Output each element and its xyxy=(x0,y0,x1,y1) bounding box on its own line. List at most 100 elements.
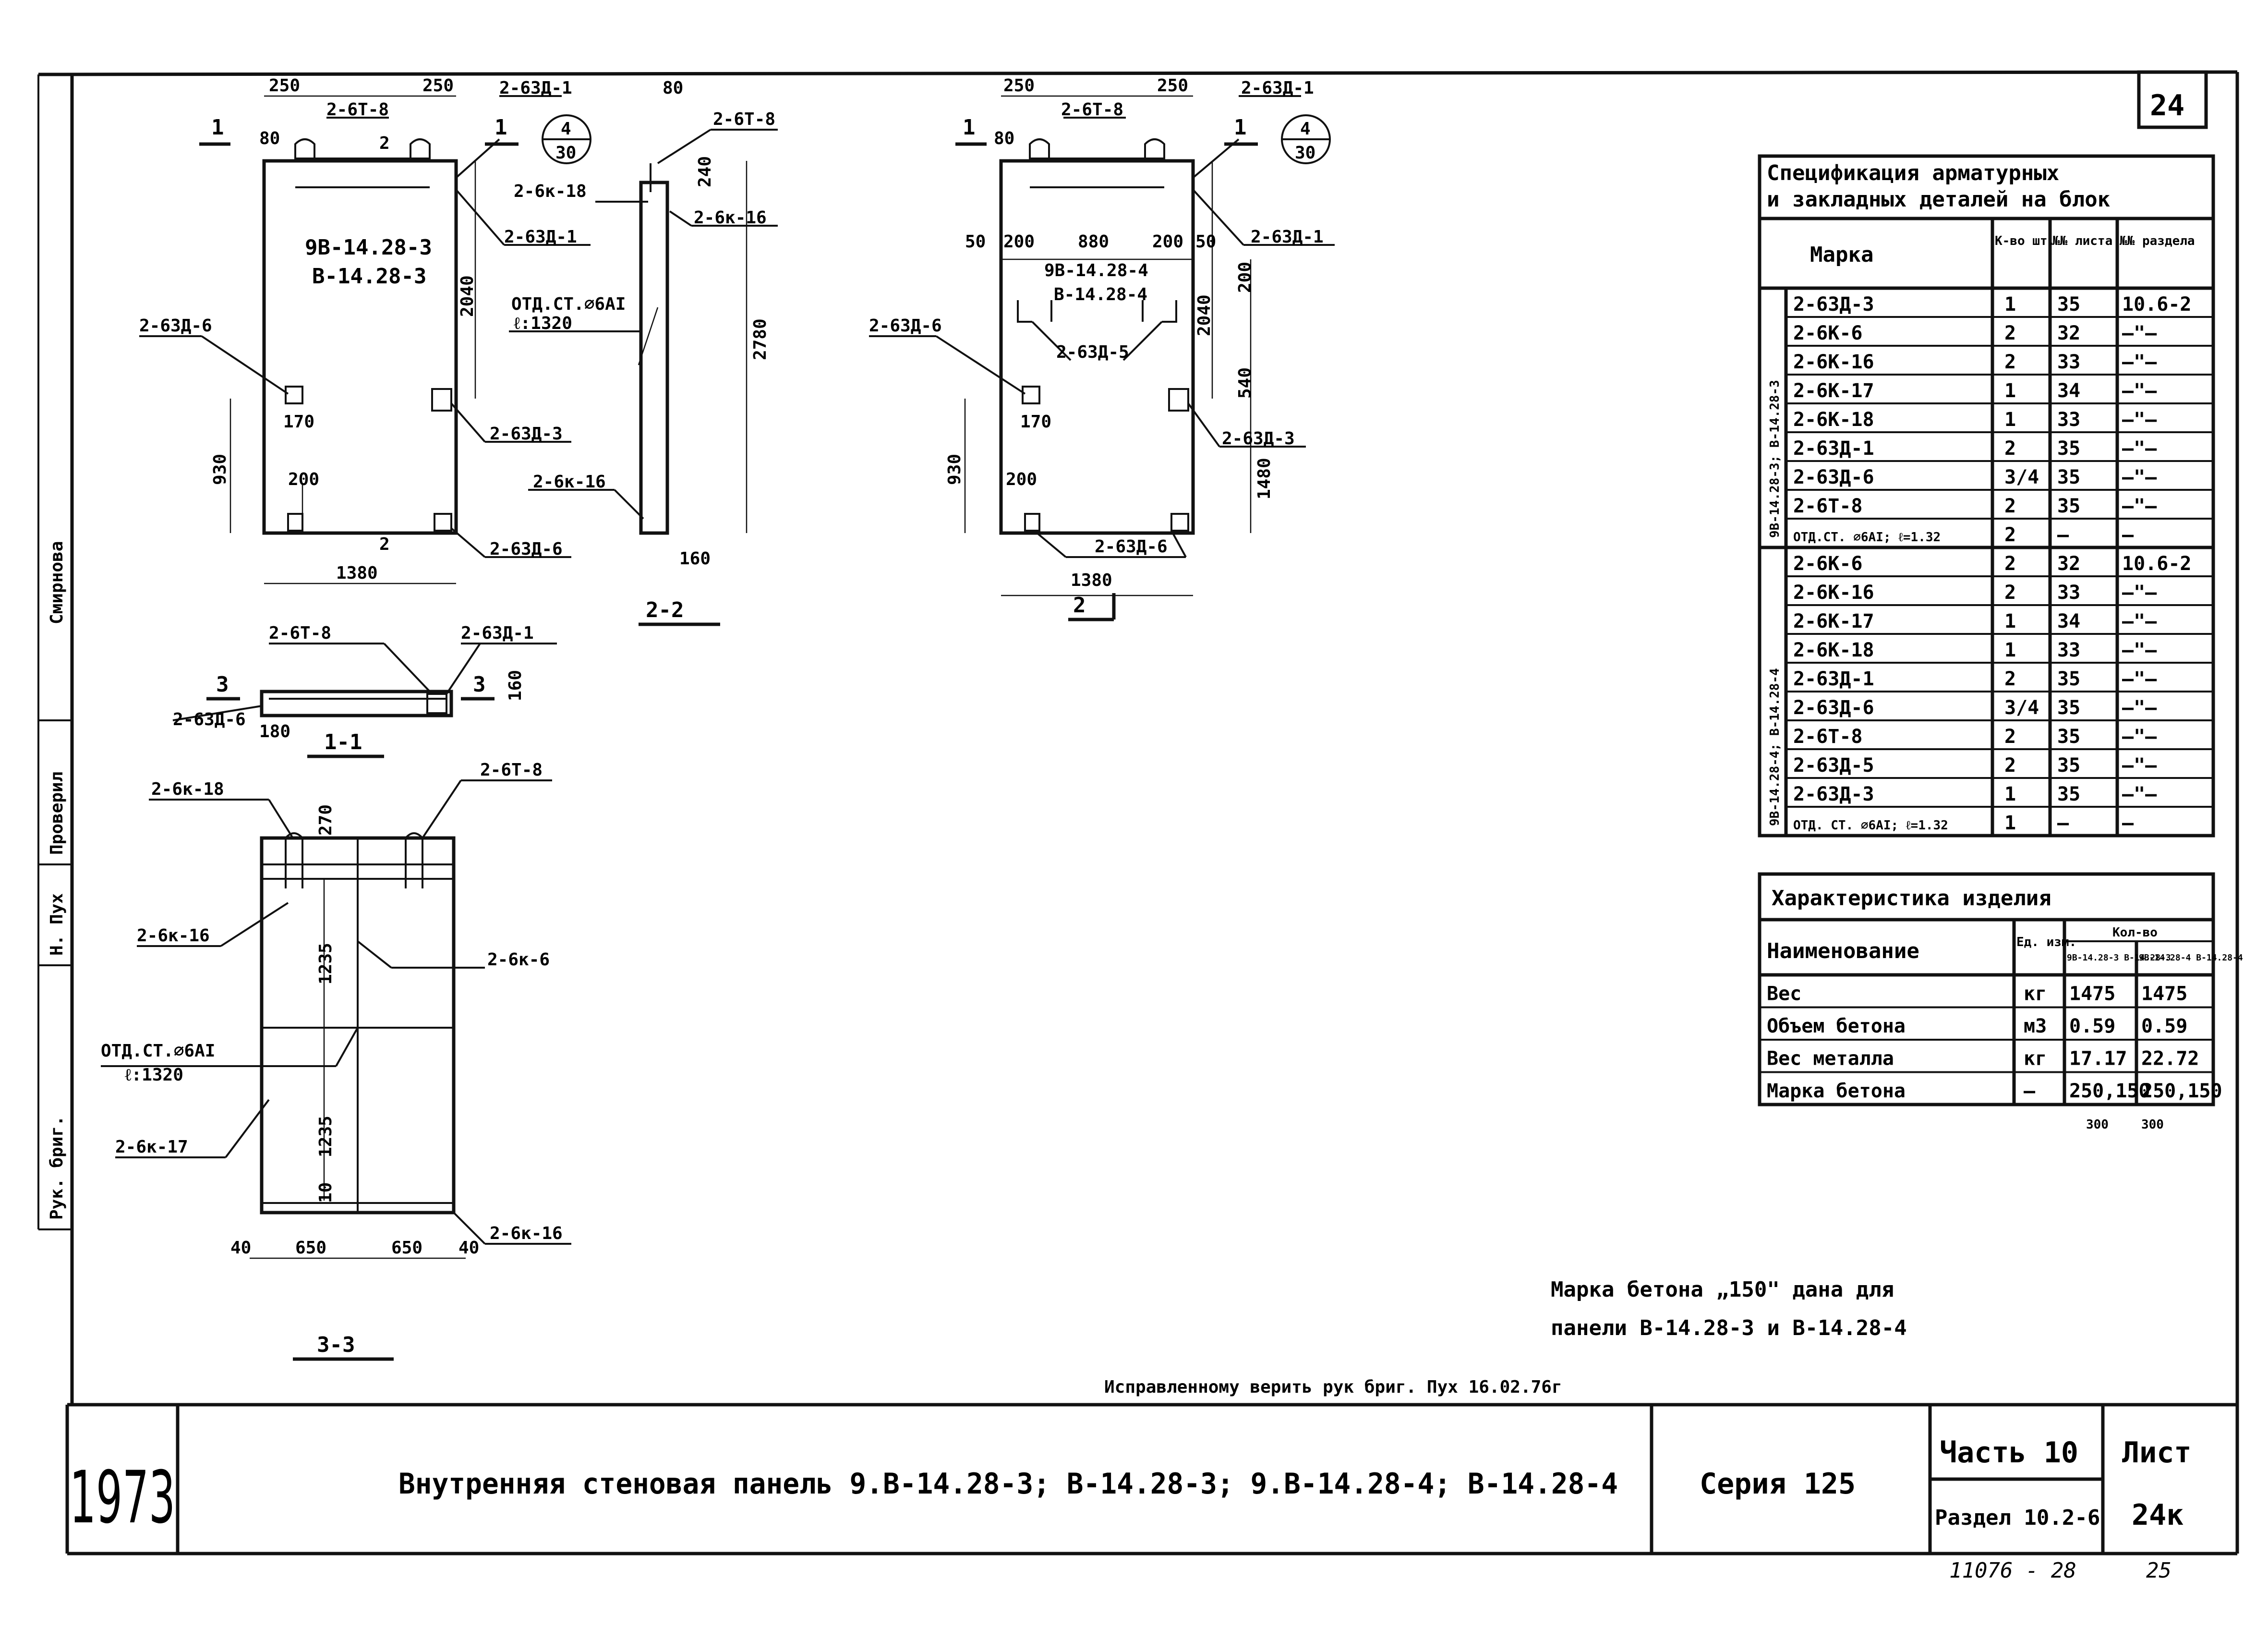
spec-cell: —"— xyxy=(2122,351,2157,373)
spec-cell: 2 xyxy=(2004,668,2016,690)
spec-cell: 33 xyxy=(2057,582,2080,604)
sheet-number: 24 xyxy=(2150,89,2184,122)
char-cell: 17.17 xyxy=(2069,1048,2127,1070)
note-correction: Исправленному верить рук бриг. Пух 16.02… xyxy=(1104,1377,1562,1397)
char-below-b: 300 xyxy=(2141,1118,2164,1132)
dim-b-930: 930 xyxy=(945,454,965,485)
dim-b-200-left: 200 xyxy=(1003,232,1035,252)
label-a-d1: 2-63Д-1 xyxy=(504,227,577,247)
dim-180: 180 xyxy=(259,722,290,741)
label-22-k18: 2-6к-18 xyxy=(514,182,587,201)
spec-h-sheet: №№ листа xyxy=(2052,234,2112,248)
spec-cell: 33 xyxy=(2057,409,2080,431)
spec-h-qty: К-во шт. xyxy=(1995,234,2055,248)
dim-2040: 2040 xyxy=(458,275,477,317)
side-stamp: Рук. бриг. Н. Пух Проверил Смирнова xyxy=(37,74,72,1230)
dim-b-250-left: 250 xyxy=(1003,76,1035,96)
title-text: Внутренняя стеновая панель 9.В-14.28-3; … xyxy=(398,1467,1618,1501)
label-33-k18: 2-6к-18 xyxy=(151,779,224,799)
dim-b-1480: 1480 xyxy=(1255,458,1274,499)
note-line-2: панели В-14.28-3 и В-14.28-4 xyxy=(1551,1316,1907,1340)
section-title-1-1: 1-1 xyxy=(324,730,362,754)
stamp-head: Рук. бриг. xyxy=(47,1116,67,1220)
panel-a-mark-2: В-14.28-3 xyxy=(312,264,426,289)
stamp-check: Проверил xyxy=(47,772,67,855)
dim-b-50-left: 50 xyxy=(965,232,986,252)
footer-page: 25 xyxy=(2146,1558,2171,1583)
panel-a-front-view: 9В-14.28-3 В-14.28-3 250 250 80 2040 930… xyxy=(139,76,591,584)
title-block: 1973 Внутренняя стеновая панель 9.В-14.2… xyxy=(70,1405,2192,1554)
section-mark-3-right: 3 xyxy=(473,672,486,697)
spec-cell: 1 xyxy=(2004,610,2016,632)
label-33-otd-len: ℓ:1320 xyxy=(125,1065,183,1085)
dim-b-200: 200 xyxy=(1006,470,1037,489)
label-22-k16-top: 2-6к-16 xyxy=(694,208,767,228)
spec-cell: 35 xyxy=(2057,726,2080,748)
spec-cell: —"— xyxy=(2122,610,2157,632)
label-b-d6-left: 2-63Д-6 xyxy=(869,316,942,336)
char-h-unit: Ед. изм. xyxy=(2016,935,2076,949)
dim-240: 240 xyxy=(695,156,715,187)
char-cell: кг xyxy=(2024,983,2047,1005)
dim-b-80: 80 xyxy=(994,129,1014,148)
label-b-t8: 2-6Т-8 xyxy=(1061,100,1123,120)
spec-cell: 32 xyxy=(2057,322,2080,344)
panel-b-mark-1: 9В-14.28-4 xyxy=(1044,261,1148,280)
label-a-d6-left: 2-63Д-6 xyxy=(139,316,212,336)
char-cell: кг xyxy=(2024,1048,2047,1070)
char-h-name: Наименование xyxy=(1767,939,1919,963)
spec-cell: 2-63Д-1 xyxy=(1793,437,1874,460)
label-otd-st: ОТД.СТ.⌀6АI xyxy=(511,294,626,314)
note-line-1: Марка бетона „150" дана для xyxy=(1551,1277,1894,1302)
section-mark-3-left: 3 xyxy=(216,672,229,697)
section-mark-b-2: 2 xyxy=(1073,593,1086,618)
dim-160-11: 160 xyxy=(506,670,525,701)
spec-cell: 10.6-2 xyxy=(2122,553,2192,575)
dim-650-right: 650 xyxy=(391,1238,422,1258)
char-cell: 250,150 xyxy=(2069,1080,2150,1102)
char-h-qty: Кол-во xyxy=(2112,925,2158,940)
spec-cell: ОТД. СТ. ⌀6АI; ℓ=1.32 xyxy=(1793,818,1948,833)
label-b-d1-top: 2-63Д-1 xyxy=(1241,78,1314,98)
section-mark-b-left: 1 xyxy=(963,115,976,140)
label-b-d6-bottom: 2-63Д-6 xyxy=(1095,537,1168,557)
spec-cell: 1 xyxy=(2004,639,2016,661)
panel-b-mark-2: В-14.28-4 xyxy=(1054,285,1147,304)
spec-cell: 2-6К-16 xyxy=(1793,351,1874,373)
spec-h-mark: Марка xyxy=(1810,243,1873,267)
title-section: Раздел 10.2-6 xyxy=(1935,1506,2100,1530)
section-title-3-3: 3-3 xyxy=(317,1333,355,1357)
sheet-frame xyxy=(38,70,2239,1555)
label-a-t8: 2-6Т-8 xyxy=(326,100,389,120)
spec-cell: 2-6К-6 xyxy=(1793,322,1863,344)
spec-cell: 2-63Д-3 xyxy=(1793,293,1874,316)
dim-170: 170 xyxy=(283,412,314,432)
spec-cell: — xyxy=(2122,524,2134,546)
label-33-k16-top: 2-6к-16 xyxy=(137,926,210,946)
dim-40-right: 40 xyxy=(458,1238,479,1258)
spec-cell: 2-63Д-5 xyxy=(1793,754,1874,777)
spec-cell: 2-63Д-6 xyxy=(1793,697,1874,719)
spec-cell: —"— xyxy=(2122,697,2157,719)
footer: 11076 - 28 25 xyxy=(1949,1558,2171,1583)
spec-cell: —"— xyxy=(2122,322,2157,344)
title-part: Часть 10 xyxy=(1940,1436,2078,1470)
footer-code: 11076 - 28 xyxy=(1949,1558,2076,1583)
label-33-otd-st: ОТД.СТ.⌀6АI xyxy=(101,1041,215,1061)
label-22-k16-bottom: 2-6к-16 xyxy=(533,472,606,492)
dim-b-170: 170 xyxy=(1020,412,1051,432)
spec-cell: —"— xyxy=(2122,726,2157,748)
dim-b-880: 880 xyxy=(1078,232,1109,252)
spec-title-1: Спецификация арматурных xyxy=(1767,161,2059,185)
panel-b-front-view: 9В-14.28-4 В-14.28-4 2-63Д-5 250 250 80 … xyxy=(869,76,1335,621)
spec-cell: — xyxy=(2057,812,2069,834)
spec-cell: 2-6К-18 xyxy=(1793,639,1874,661)
sheet-number-box: 24 xyxy=(2137,70,2208,129)
spec-cell: 1 xyxy=(2004,380,2016,402)
spec-group1: 9В-14.28-3; В-14.28-3 xyxy=(1768,380,1782,538)
char-cell: 22.72 xyxy=(2141,1048,2199,1070)
label-22-t8: 2-6Т-8 xyxy=(713,109,775,129)
section-1-1-view: 2-6Т-8 2-63Д-1 2-63Д-6 180 160 3 3 1-1 xyxy=(172,623,557,758)
spec-cell: ОТД.СТ. ⌀6АI; ℓ=1.32 xyxy=(1793,530,1941,545)
